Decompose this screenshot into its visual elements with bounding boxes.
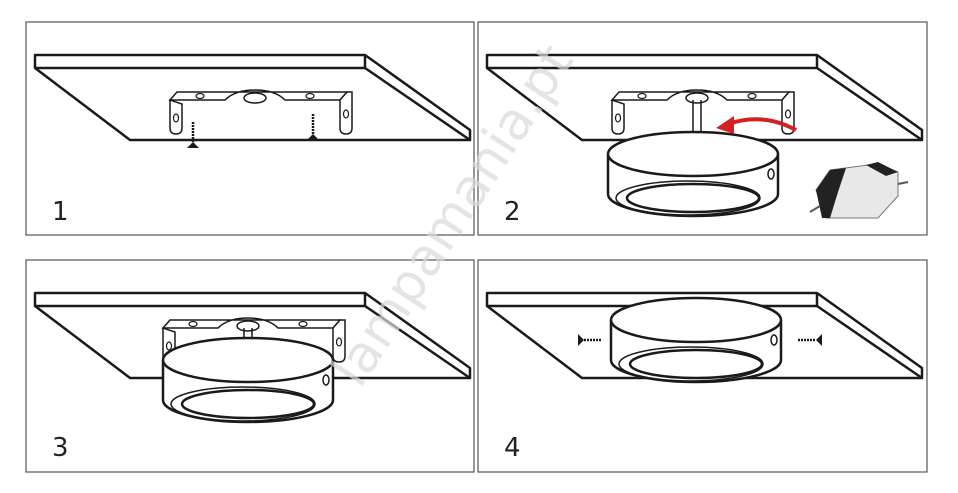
screw-right-icon xyxy=(798,334,822,346)
step-number: 3 xyxy=(52,433,69,463)
screw-left-icon xyxy=(578,334,602,346)
step-4-panel: 4 xyxy=(477,259,928,473)
step-number: 4 xyxy=(504,433,521,463)
screw-icon xyxy=(187,122,199,148)
step-3-panel: 3 xyxy=(25,259,475,473)
step-number: 1 xyxy=(52,197,69,227)
step-number: 2 xyxy=(504,197,521,227)
arrow-icon xyxy=(727,117,797,132)
screw-icon xyxy=(307,114,319,140)
lamp-body xyxy=(606,130,780,218)
arrow-head-icon xyxy=(716,116,734,134)
step-1-panel: 1 xyxy=(25,21,475,236)
lamp-body xyxy=(161,336,335,424)
step-2-panel: 2 xyxy=(477,21,928,236)
lamp-body xyxy=(609,296,783,384)
led-driver-icon xyxy=(809,162,909,219)
